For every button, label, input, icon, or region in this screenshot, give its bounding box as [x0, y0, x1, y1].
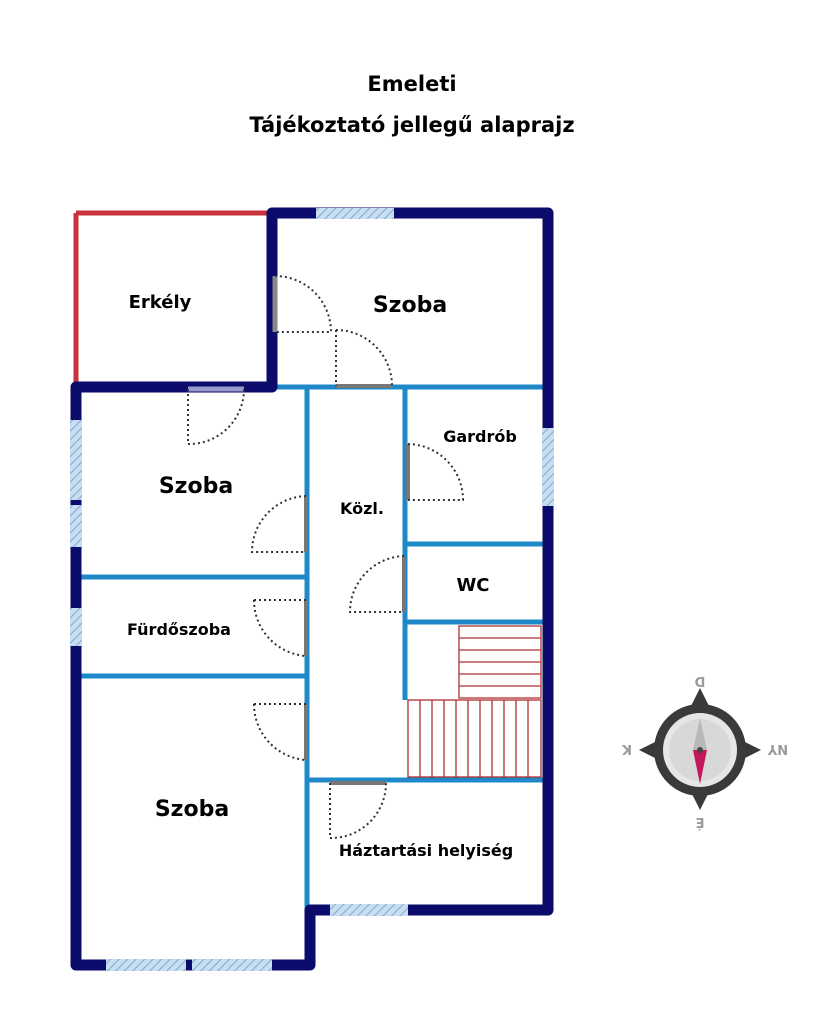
plan-title: Emeleti — [367, 72, 457, 96]
windows — [70, 208, 554, 971]
inner-walls — [76, 384, 548, 908]
compass-label-bottom: É — [696, 814, 705, 830]
room-label-wc: WC — [456, 575, 489, 596]
room-label-room-left: Szoba — [159, 474, 233, 499]
compass-label-top: D — [694, 673, 705, 688]
room-label-room-bottom: Szoba — [155, 797, 229, 822]
room-label-bathroom: Fürdőszoba — [127, 620, 231, 639]
compass-label-left: K — [621, 741, 632, 756]
room-label-wardrobe: Gardrób — [443, 427, 517, 446]
doors — [187, 275, 465, 840]
room-label-room-top: Szoba — [373, 293, 447, 318]
room-label-utility: Háztartási helyiség — [339, 841, 513, 860]
balcony-edge — [73, 210, 272, 387]
room-label-balcony: Erkély — [129, 292, 192, 313]
compass-icon — [639, 688, 761, 810]
room-label-corridor: Közl. — [340, 499, 384, 518]
compass-label-right: NY — [767, 741, 788, 756]
plan-subtitle: Tájékoztató jellegű alaprajz — [249, 113, 575, 137]
staircase — [407, 625, 542, 778]
